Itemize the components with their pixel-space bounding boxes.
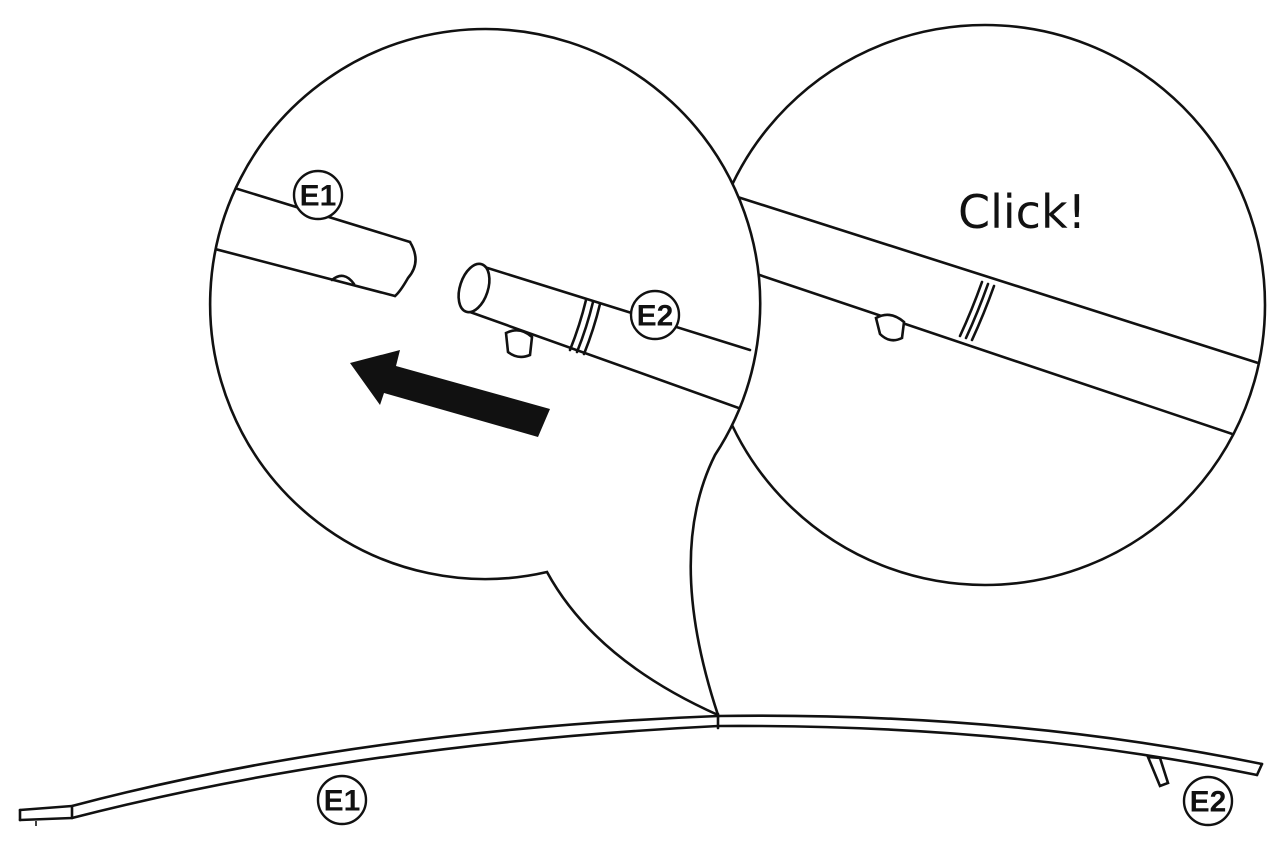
tube-e2-open-end	[457, 262, 491, 314]
tube-e1-open-end	[393, 240, 417, 298]
detail-assembled: Click!	[703, 23, 1267, 587]
collar-ring-2	[964, 282, 990, 340]
pole-right-end	[1255, 762, 1264, 777]
click-caption: Click!	[958, 185, 1086, 239]
snap-button	[504, 328, 534, 359]
collar-ring-3	[970, 284, 996, 342]
svg-text:E2: E2	[1190, 786, 1227, 819]
label-pole-e1: E1	[316, 774, 368, 826]
assembled-pole	[18, 712, 1264, 826]
label-detail-e2: E2	[629, 289, 681, 341]
collar-ring-1	[958, 280, 984, 338]
tube-e1-top-edge	[210, 160, 412, 244]
tube-e2-top-edge	[476, 263, 752, 352]
svg-text:E2: E2	[637, 300, 674, 333]
label-pole-e2: E2	[1182, 775, 1234, 827]
pole-bottom-edge	[18, 724, 1259, 822]
svg-text:E1: E1	[300, 180, 337, 213]
e2-collar-ring-2	[575, 300, 595, 354]
assembled-tube-bottom-edge	[706, 253, 1264, 452]
label-detail-e1: E1	[292, 169, 344, 221]
pole-snap-button	[1145, 755, 1170, 788]
detail-disassembled	[208, 27, 762, 718]
snap-button-engaged	[874, 313, 906, 342]
svg-text:E1: E1	[324, 785, 361, 818]
e2-collar-ring-3	[582, 302, 602, 356]
tube-e2-bottom-edge	[468, 310, 752, 414]
e2-collar-ring-1	[568, 298, 588, 352]
detail-callout-left	[208, 27, 762, 718]
tube-e1-hole	[330, 274, 356, 286]
pole-top-edge	[18, 714, 1264, 812]
arrow-left-icon	[350, 350, 550, 437]
assembled-tube-top-edge	[706, 183, 1264, 372]
tube-e1-bottom-edge	[210, 230, 397, 298]
detail-circle-right	[703, 23, 1267, 587]
